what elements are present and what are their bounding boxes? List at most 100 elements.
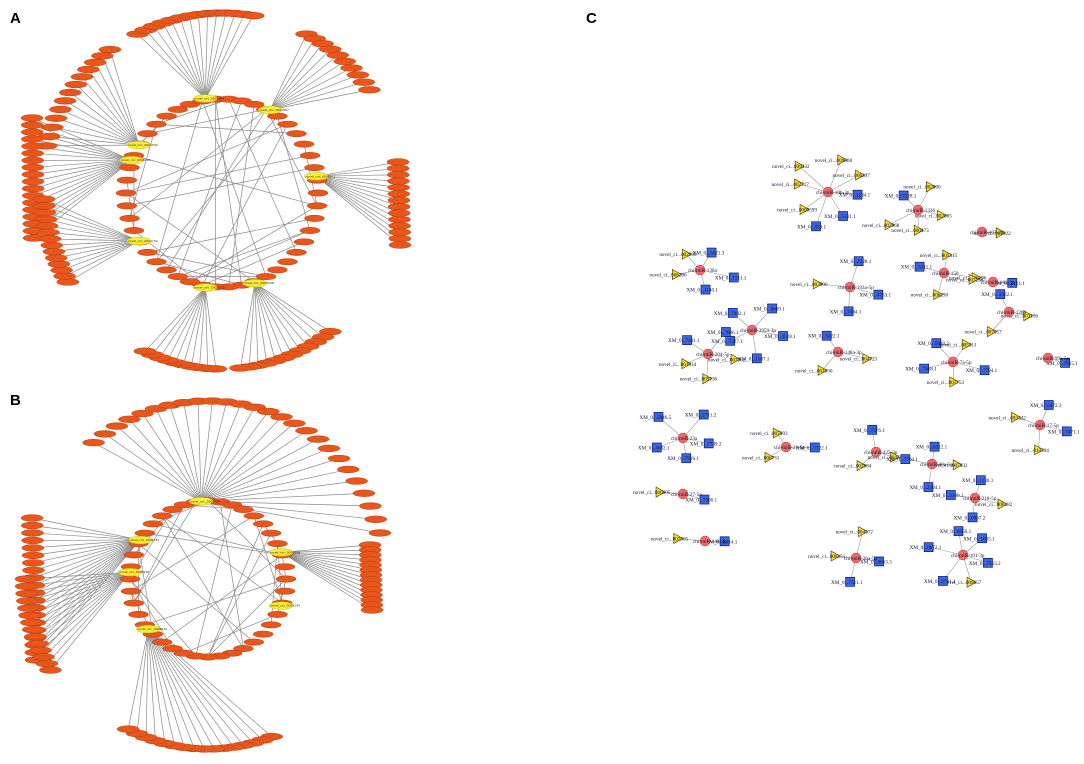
network-edge [269, 74, 358, 111]
mirna-node [299, 227, 321, 234]
network-edge [199, 287, 206, 368]
mirna-node [134, 529, 156, 537]
circrna-node [952, 459, 963, 471]
network-edge [147, 109, 267, 134]
mrna-node [852, 189, 863, 200]
mirna-center-node [912, 204, 924, 216]
circrna-hub-node [257, 105, 283, 114]
mirna-node [388, 241, 412, 249]
mirna-node [387, 203, 411, 211]
hub-label: novel_circ_0003448 [244, 281, 274, 285]
node-label: XM_0...7494.1 [830, 309, 862, 315]
mrna-node [778, 331, 788, 341]
network-edge [207, 532, 272, 658]
mirna-node [275, 575, 297, 583]
network-edge [152, 287, 206, 355]
node-label: XM_0...0663.3 [860, 559, 892, 565]
mirna-node [17, 604, 40, 612]
network-edge [281, 551, 372, 576]
circrna-hub-node [193, 283, 218, 292]
mirna-node [337, 465, 360, 474]
mirna-node [142, 520, 164, 528]
network-edge [145, 29, 206, 99]
circrna-node [764, 451, 775, 463]
node-label: novel_ci...003238 [946, 277, 984, 283]
node-label: XM_0...7916.1 [667, 456, 699, 462]
mirna-node [115, 189, 137, 197]
network-edge [207, 523, 264, 658]
mirna-node [243, 100, 265, 108]
mirna-node [156, 266, 177, 274]
panel-label-b: B [10, 392, 21, 409]
network-edge [156, 100, 203, 262]
node-label: XM_0...2304.1 [909, 485, 941, 491]
network-edge [316, 176, 400, 227]
network-edge [254, 283, 268, 364]
network-edge [147, 628, 225, 749]
network-edge [316, 176, 401, 239]
mirna-node [119, 164, 140, 172]
network-edge [136, 629, 149, 734]
circrna-node [812, 278, 824, 290]
mirna-center-node [957, 549, 969, 561]
mrna-node [967, 512, 978, 523]
center-label: chi-miR-193a-5p [838, 285, 874, 291]
network-edge [281, 552, 372, 596]
node-label: XM_0...6649.1 [753, 306, 785, 312]
mirna-node [29, 646, 52, 654]
mirna-node [21, 156, 44, 165]
network-edge [159, 287, 206, 358]
circrna-node [966, 576, 977, 588]
network-edge [49, 238, 139, 242]
network-edge [161, 554, 283, 643]
center-label: chi-miR-148a-3p [826, 350, 862, 356]
mirna-node [116, 202, 138, 210]
network-edge [205, 15, 254, 99]
network-edge [33, 539, 141, 556]
network-edge [130, 515, 255, 592]
network-edge [33, 159, 132, 196]
network-edge [46, 571, 131, 664]
network-edge [50, 571, 131, 671]
mirna-node [368, 529, 392, 537]
network-edge [33, 539, 141, 564]
circrna-node [702, 373, 713, 385]
node-label: XM_0...7942.1 [714, 311, 746, 317]
network-edge [155, 408, 202, 502]
mrna-node [977, 533, 987, 544]
node-label: novel_ci...003196 [1001, 314, 1039, 320]
circrna-node [937, 209, 948, 221]
mirna-center-node [832, 346, 844, 358]
mirna-node [83, 58, 107, 67]
mrna-node [938, 576, 948, 586]
network-edge [928, 546, 964, 556]
mrna-node [923, 542, 934, 552]
network-edge [44, 205, 139, 242]
network-edge [269, 81, 364, 111]
network-edge [316, 176, 400, 214]
mirna-node [20, 618, 43, 627]
network-edge [46, 144, 139, 147]
node-label: novel_ci...007753 [927, 380, 965, 386]
node-label: novel_ci...006397 [833, 173, 871, 179]
mirna-center-node [870, 446, 882, 458]
network-edge [177, 230, 311, 277]
network-edge [281, 552, 372, 601]
mrna-node [810, 442, 820, 453]
mirna-center-node [987, 276, 999, 288]
mirna-center-node [844, 281, 856, 293]
node-label: novel_ci...003996 [790, 282, 828, 288]
mirna-node [358, 86, 381, 94]
mrna-node [699, 494, 710, 505]
panel-label-c: C [586, 10, 597, 27]
circrna-node [856, 460, 867, 472]
mirna-node [21, 536, 44, 545]
mrna-node [1061, 426, 1072, 437]
node-label: novel_ci...000473 [891, 228, 929, 234]
mirna-node [58, 88, 82, 97]
mirna-node [116, 725, 140, 733]
center-label: chi-miR-10a-5p [920, 462, 954, 468]
mirna-node [387, 190, 411, 198]
mirna-node [39, 666, 62, 674]
circrna-hub-node [304, 172, 329, 181]
